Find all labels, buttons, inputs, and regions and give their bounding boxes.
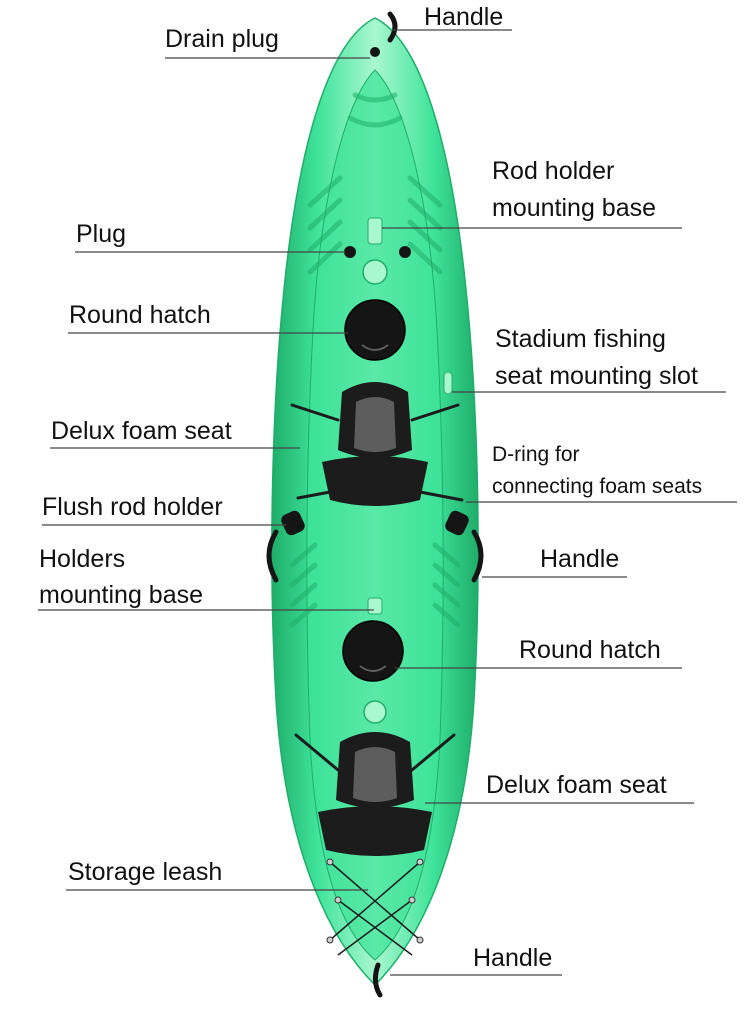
label-line: connecting foam seats [492, 475, 703, 498]
label-round-hatch-2: Round hatch [519, 636, 661, 664]
mid-ribs [289, 542, 461, 628]
label-delux-seat-2: Delux foam seat [486, 771, 667, 799]
label-line: Stadium fishing [495, 325, 666, 353]
plug-icon [344, 246, 356, 258]
handle-icon [266, 529, 279, 583]
leader-lines [38, 29, 737, 976]
label-storage-leash: Storage leash [68, 858, 223, 886]
label-line: Holders [39, 545, 126, 573]
label-plug: Plug [76, 220, 127, 248]
label-holders-base: Holders mounting base [39, 544, 203, 610]
plug-icon [399, 246, 411, 258]
label-stadium-slot: Stadium fishing seat mounting slot [495, 324, 698, 391]
label-line: mounting base [492, 194, 657, 222]
cockpit-well [306, 69, 444, 961]
rod-holder-base-icon [367, 217, 383, 245]
label-handle-side: Handle [540, 545, 620, 573]
label-line: mounting base [39, 581, 204, 609]
stadium-slot-icon [443, 371, 453, 395]
label-line: D-ring for [492, 443, 580, 466]
flush-rod-holder-icon [281, 510, 305, 536]
label-line: seat mounting slot [495, 362, 698, 390]
molded-well-icon [362, 259, 388, 285]
storage-leash [326, 858, 424, 956]
label-line: Rod holder [492, 157, 615, 185]
label-handle-top: Handle [424, 3, 504, 31]
label-d-ring: D-ring for connecting foam seats [492, 440, 702, 502]
round-hatch-icon [342, 620, 404, 682]
label-drain-plug: Drain plug [165, 25, 279, 53]
label-flush-rod-holder: Flush rod holder [42, 493, 223, 521]
label-rod-holder-base: Rod holder mounting base [492, 156, 656, 223]
flush-rod-holder-icon [445, 510, 469, 536]
label-round-hatch-1: Round hatch [69, 301, 211, 329]
foam-seat-icon [290, 382, 464, 506]
foam-seat-icon [294, 732, 456, 856]
handle-icon [372, 962, 383, 998]
bow-ribs [307, 92, 443, 275]
holders-base-icon [367, 597, 383, 615]
molded-well-icon [363, 700, 387, 724]
handle-icon [471, 529, 484, 583]
handle-icon [387, 11, 398, 43]
drain-plug-icon [370, 47, 380, 57]
round-hatch-icon [344, 299, 406, 361]
label-delux-seat-1: Delux foam seat [51, 417, 232, 445]
label-handle-bottom: Handle [473, 944, 553, 972]
